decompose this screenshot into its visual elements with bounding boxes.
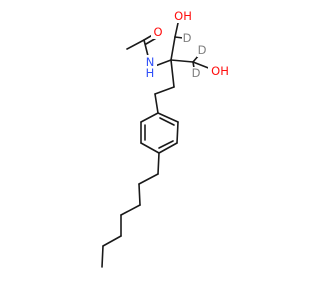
- hydroxyl-right-label: OH: [211, 64, 229, 78]
- molecule-structure: O N H OH OH D D D: [101, 9, 232, 268]
- ring-bond-1: [157, 112, 179, 123]
- bond-quatc-ch2a: [170, 59, 175, 88]
- nitrogen-h-label: H: [146, 66, 155, 80]
- ring-bond-3: [158, 142, 178, 154]
- ring-inner-1: [159, 117, 175, 126]
- bond-cd2top-d: [174, 36, 184, 39]
- ring-inner-2: [158, 140, 174, 149]
- chain-bond-4: [120, 204, 141, 216]
- nitrogen-label: N: [146, 55, 155, 69]
- ring-bond-6: [140, 112, 159, 123]
- bonds: [101, 22, 212, 268]
- deuterium-label-3: D: [192, 66, 201, 80]
- hydroxyl-top-label: OH: [174, 9, 192, 23]
- bond-cd2top-oh: [174, 22, 179, 38]
- deuterium-label-2: D: [198, 43, 207, 57]
- ring-bond-2: [176, 121, 179, 144]
- bond-ch2b-ring: [154, 93, 159, 114]
- bond-quatc-cd2-top: [170, 36, 176, 61]
- bond-nitrogen-quatc: [154, 59, 172, 67]
- chain-bond-7: [101, 245, 104, 268]
- bond-quatc-cd2-right: [170, 59, 194, 63]
- chain-bond-3: [138, 183, 141, 206]
- ring-bond-4: [140, 142, 160, 154]
- atom-labels: O N H OH OH D D D: [144, 9, 232, 80]
- chain-bond-6: [102, 235, 122, 247]
- oxygen-carbonyl-label: O: [153, 25, 162, 39]
- chain-bond-1: [157, 152, 160, 175]
- bond-ch2a-ch2b: [154, 86, 175, 95]
- bond-methyl-carbonyl: [126, 39, 145, 50]
- chain-bond-2: [138, 173, 159, 185]
- deuterium-label-1: D: [183, 31, 192, 45]
